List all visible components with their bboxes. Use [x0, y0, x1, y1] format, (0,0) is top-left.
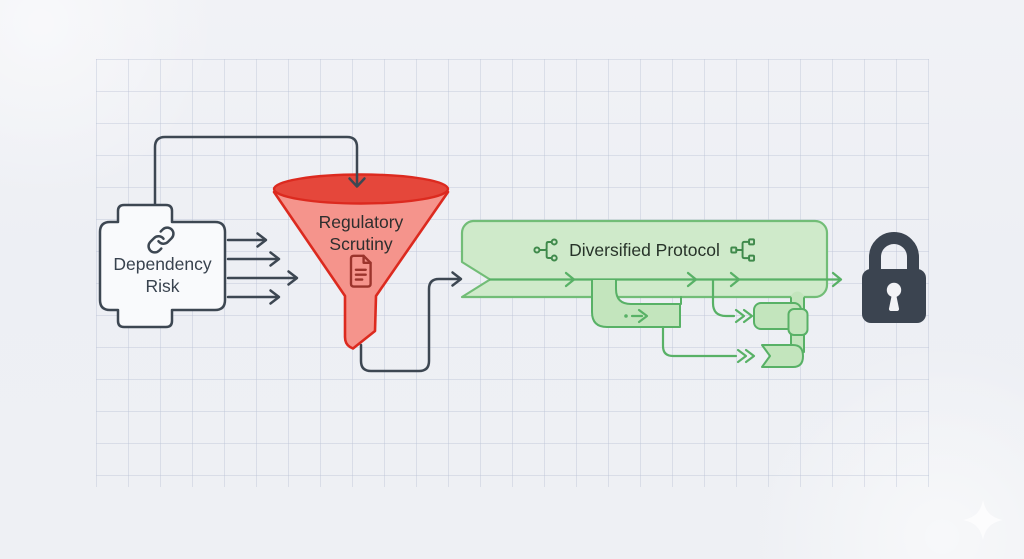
diversified-flow-braid	[488, 271, 843, 368]
funnel-shape	[272, 173, 450, 350]
funnel-label: Regulatory Scrutiny	[318, 212, 404, 254]
funnel-to-banner-connector	[359, 271, 463, 373]
chain-link-icon	[147, 226, 175, 254]
dependency-to-funnel-arrows	[226, 232, 299, 305]
feedback-loop-arrow	[153, 135, 366, 206]
dependency-box-label: Dependency Risk	[113, 254, 212, 296]
banner-title: Diversified Protocol	[461, 236, 828, 264]
banner-label: Diversified Protocol	[569, 239, 720, 260]
four-point-sparkle-icon	[963, 500, 1003, 540]
branch-circles-icon	[533, 238, 558, 262]
padlock-icon	[862, 232, 926, 323]
branch-squares-icon	[730, 238, 755, 262]
dependency-box-shape	[98, 203, 227, 329]
document-icon	[349, 254, 372, 288]
